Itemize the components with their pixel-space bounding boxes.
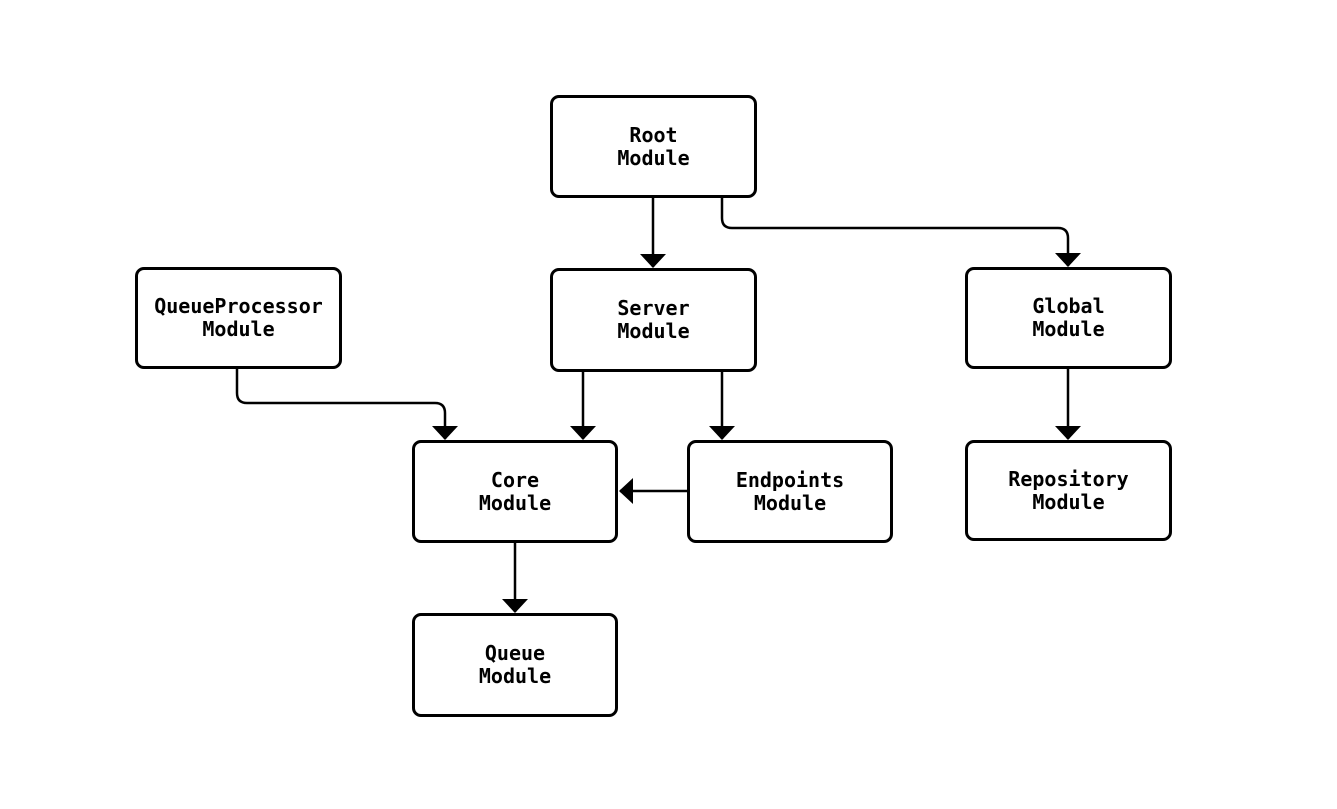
edge-queueprocessor-core: [235, 369, 458, 440]
node-label-root: Root Module: [617, 122, 690, 170]
node-global: Global Module: [965, 267, 1172, 369]
node-core: Core Module: [412, 440, 618, 543]
node-label-queue: Queue Module: [478, 641, 552, 688]
node-server: Server Module: [550, 268, 757, 372]
node-label-repository: Repository Module: [1008, 466, 1129, 514]
node-queue: Queue Module: [412, 613, 618, 717]
node-label-queueprocessor: QueueProcessor Module: [154, 294, 323, 341]
node-root: Root Module: [550, 95, 757, 198]
node-endpoints: Endpoints Module: [687, 440, 893, 543]
node-label-server: Server Module: [617, 296, 690, 343]
node-label-endpoints: Endpoints Module: [735, 467, 845, 515]
node-repository: Repository Module: [965, 440, 1172, 541]
node-label-global: Global Module: [1032, 294, 1105, 341]
node-label-core: Core Module: [478, 467, 552, 515]
node-queueprocessor: QueueProcessor Module: [135, 267, 342, 369]
edge-root-global: [720, 198, 1081, 267]
